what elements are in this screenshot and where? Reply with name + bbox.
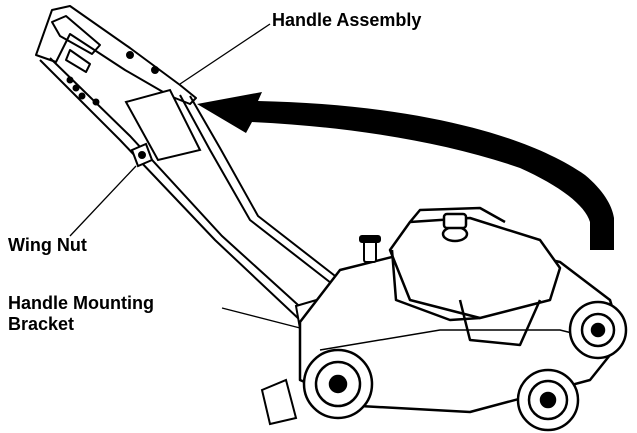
- leader-line-bracket: [221, 307, 301, 329]
- label-wing-nut: Wing Nut: [8, 235, 87, 255]
- leader-line-wing-nut: [69, 165, 137, 237]
- handle-tubes: [39, 57, 349, 321]
- grass-bag-panel: [124, 88, 202, 162]
- right-rear-wheel: [568, 300, 628, 360]
- label-handle-mounting-bracket: Handle Mounting Bracket: [8, 293, 223, 335]
- engine: [388, 206, 562, 347]
- label-bracket-line-1: Handle Mounting: [8, 293, 154, 313]
- label-handle-assembly: Handle Assembly: [272, 10, 422, 30]
- leader-line-handle-assembly: [179, 23, 271, 85]
- handle-assembly: [35, 5, 197, 106]
- rear-support-leg: [260, 378, 298, 426]
- fuel-cap-part: [359, 235, 381, 263]
- wing-nut-part: [130, 142, 154, 168]
- label-bracket-line-2: Bracket: [8, 314, 75, 334]
- right-front-wheel: [516, 368, 580, 432]
- curved-direction-arrow-icon: [197, 92, 614, 250]
- left-rear-wheel: [302, 348, 374, 420]
